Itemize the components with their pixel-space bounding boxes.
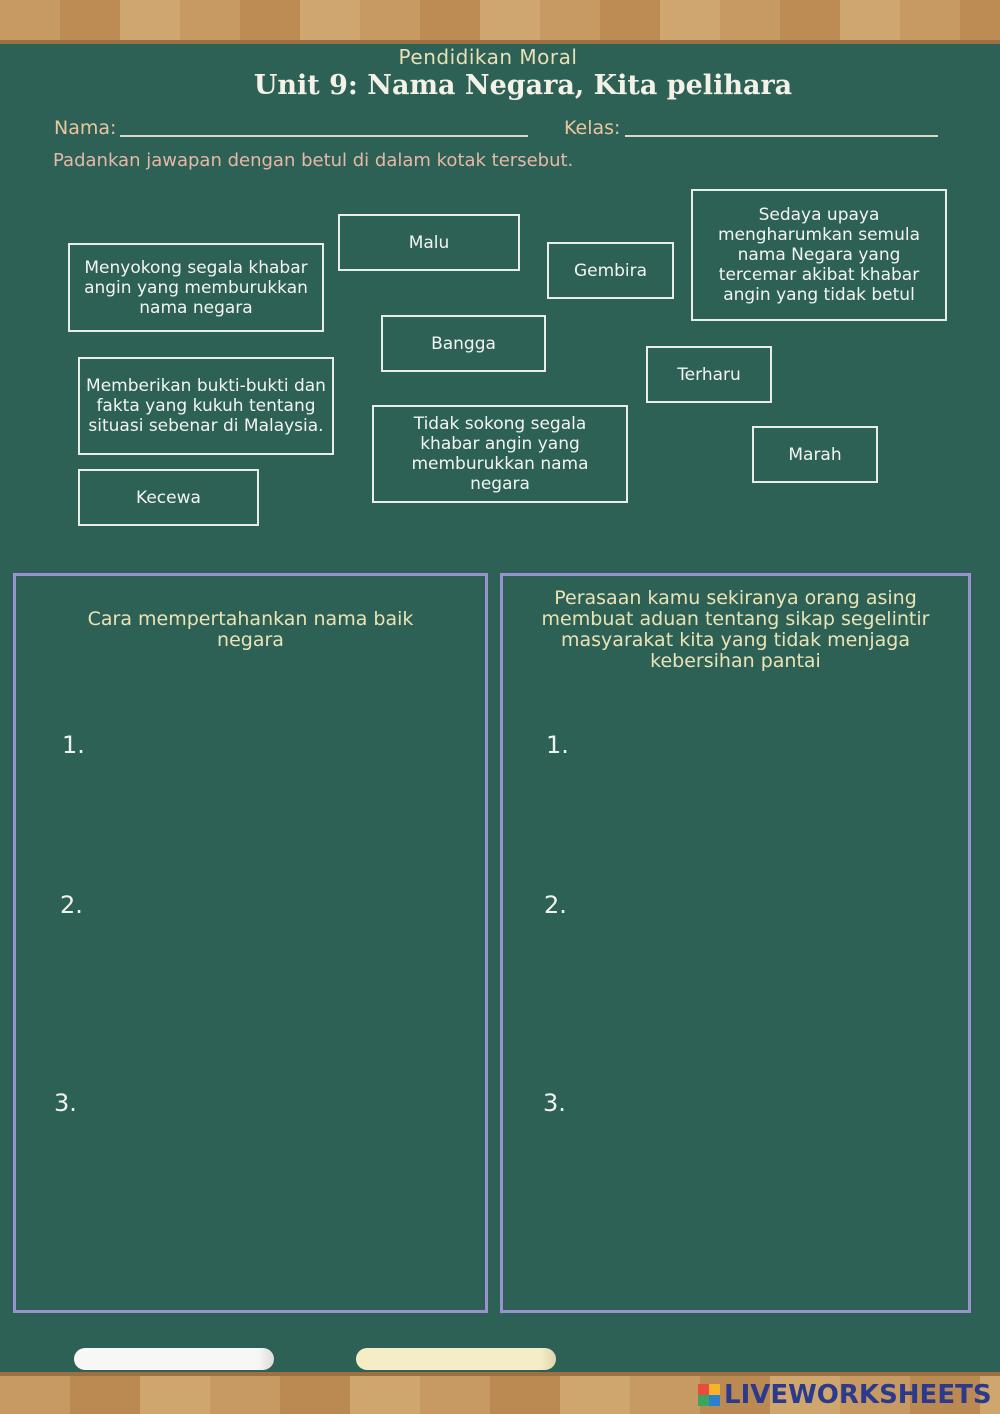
liveworksheets-logo[interactable]: LIVEWORKSHEETS [698, 1380, 992, 1410]
liveworksheets-logo-text: LIVEWORKSHEETS [724, 1380, 992, 1410]
card-memberikan[interactable]: Memberikan bukti-bukti dan fakta yang ku… [78, 357, 334, 455]
subject-label: Pendidikan Moral [398, 45, 578, 69]
panel-left-title: Cara mempertahankan nama baik negara [87, 608, 414, 651]
panel-right-number-1: 1. [546, 731, 569, 759]
panel-left-dropzone[interactable]: Cara mempertahankan nama baik negara 1. … [13, 573, 488, 1313]
name-input-line[interactable] [120, 135, 528, 137]
instruction-text: Padankan jawapan dengan betul di dalam k… [53, 150, 574, 171]
panel-right-dropzone[interactable]: Perasaan kamu sekiranya orang asing memb… [500, 573, 971, 1313]
card-gembira[interactable]: Gembira [547, 242, 674, 299]
liveworksheets-logo-icon [698, 1384, 720, 1406]
card-marah[interactable]: Marah [752, 426, 878, 483]
card-malu[interactable]: Malu [338, 214, 520, 271]
yellow-chalk [356, 1348, 556, 1370]
panel-left-number-2: 2. [60, 891, 83, 919]
class-input-line[interactable] [625, 135, 938, 137]
panel-right-title: Perasaan kamu sekiranya orang asing memb… [541, 587, 930, 672]
wood-frame-bottom [0, 1372, 1000, 1414]
panel-left-number-3: 3. [54, 1089, 77, 1117]
panel-right-number-3: 3. [543, 1089, 566, 1117]
card-sedaya-upaya[interactable]: Sedaya upaya mengharumkan semula nama Ne… [691, 189, 947, 321]
card-menyokong[interactable]: Menyokong segala khabar angin yang membu… [68, 243, 324, 332]
white-chalk [74, 1348, 274, 1370]
class-label: Kelas: [564, 117, 621, 139]
card-bangga[interactable]: Bangga [381, 315, 546, 372]
wood-frame-top [0, 0, 1000, 44]
panel-left-number-1: 1. [62, 731, 85, 759]
panel-right-number-2: 2. [544, 891, 567, 919]
page-title: Unit 9: Nama Negara, Kita pelihara [253, 70, 793, 101]
card-tidak-sokong[interactable]: Tidak sokong segala khabar angin yang me… [372, 405, 628, 503]
name-label: Nama: [54, 117, 117, 139]
card-terharu[interactable]: Terharu [646, 346, 772, 403]
card-kecewa[interactable]: Kecewa [78, 469, 259, 526]
